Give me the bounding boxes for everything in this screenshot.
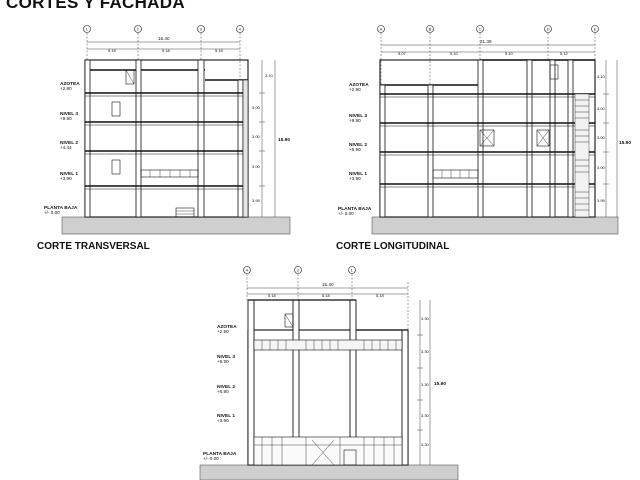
level-2-elev: +4.44 [60,145,72,150]
total-height-dim: 15.90 [619,140,631,146]
total-height-dim: 15.90 [278,137,290,143]
floor-height-dim: 3.10 [597,74,606,79]
span-dim: 5.07 [398,51,407,56]
floor-height-dim: 3.00 [252,134,261,139]
axis-label: 1 [86,27,89,32]
floor-height-dim: 3.30 [421,349,430,354]
level-pb-elev: +/- 0.00 [44,210,60,215]
level-1-name: NIVEL 1 [349,171,367,177]
floor-height-dim: 3.30 [421,413,430,418]
level-pb-elev: +/- 0.00 [203,456,219,461]
floor-height-dim: 3.00 [597,106,606,111]
ground-hatch [199,464,459,480]
level-azotea-elev: +2.90 [349,87,361,92]
level-azotea-name: AZOTEA [60,81,80,87]
level-labels-transversal: AZOTEA +2.90 NIVEL 3 +9.90 NIVEL 2 +4.44… [44,27,290,216]
level-2-name: NIVEL 2 [60,140,78,146]
level-pb-name: PLANTA BAJA [44,205,78,211]
span-dim: 5.18 [108,48,117,53]
axis-label: E [594,27,597,32]
floor-height-dim: 3.95 [597,198,606,203]
total-height-dim: 15.90 [434,381,446,387]
level-3-elev: +9.90 [217,359,229,364]
level-azotea-elev: +2.90 [60,86,72,91]
floor-height-dim: 3.00 [252,164,261,169]
total-width-dim: 16.40 [158,36,170,41]
level-3-name: NIVEL 3 [60,111,78,117]
floor-height-dim: 3.10 [265,73,274,78]
level-2-name: NIVEL 2 [217,384,235,390]
axis-label: C [479,27,482,32]
level-pb-elev: +/- 0.00 [338,211,354,216]
axis-label: 3 [200,27,203,32]
axis-label: 1 [351,268,354,273]
floor-height-dim: 3.00 [597,135,606,140]
level-azotea-elev: +2.90 [217,329,229,334]
total-width-dim: 15.40 [322,282,334,287]
level-3-elev: +9.90 [60,116,72,121]
level-azotea-name: AZOTEA [349,82,369,88]
span-dim: 5.10 [505,51,514,56]
level-3-name: NIVEL 3 [349,113,367,119]
ground-hatch [371,216,619,235]
section-transversal [61,25,291,235]
level-1-name: NIVEL 1 [217,413,235,419]
floor-height-dim: 3.00 [597,165,606,170]
level-2-name: NIVEL 2 [349,142,367,148]
axis-label: B [429,27,432,32]
level-2-elev: +6.90 [349,147,361,152]
span-dim: 5.18 [215,48,224,53]
floor-height-dim: 3.30 [421,382,430,387]
level-labels-fachada: AZOTEA +2.90 NIVEL 3 +9.90 NIVEL 2 +6.90… [203,268,446,462]
level-2-elev: +6.90 [217,389,229,394]
page-title: CORTES Y FACHADA [6,0,185,12]
span-dim: 5.10 [450,51,459,56]
floor-height-dim: 3.00 [252,105,261,110]
building-outline [84,59,249,218]
axis-label: D [547,27,550,32]
floor-height-dim: 3.95 [252,198,261,203]
level-azotea-name: AZOTEA [217,324,237,330]
level-1-elev: +3.90 [217,418,229,423]
span-dim: 5.12 [560,51,569,56]
section-caption-longitudinal: CORTE LONGITUDINAL [336,241,450,252]
section-caption-transversal: CORTE TRANSVERSAL [37,241,150,252]
span-dim: 5.18 [376,293,385,298]
level-1-elev: +3.90 [60,176,72,181]
level-3-name: NIVEL 3 [217,354,235,360]
level-3-elev: +9.90 [349,118,361,123]
level-1-elev: +3.90 [349,176,361,181]
floor-height-dim: 3.30 [421,442,430,447]
axis-label: 4 [246,268,249,273]
axis-label: 2 [137,27,140,32]
section-longitudinal [371,25,619,235]
total-width-dim: 21.39 [480,39,492,44]
span-dim: 5.18 [322,293,331,298]
section-fachada [199,266,459,480]
level-pb-name: PLANTA BAJA [338,206,372,212]
level-pb-name: PLANTA BAJA [203,451,237,457]
level-1-name: NIVEL 1 [60,171,78,177]
axis-label: A [380,27,383,32]
axis-label: 4 [239,27,242,32]
ground-hatch [61,216,291,235]
level-labels-longitudinal: AZOTEA +2.90 NIVEL 3 +9.90 NIVEL 2 +6.90… [338,27,631,217]
span-dim: 5.18 [268,293,277,298]
floor-height-dim: 3.30 [421,316,430,321]
axis-label: 3 [297,268,300,273]
span-dim: 5.18 [162,48,171,53]
